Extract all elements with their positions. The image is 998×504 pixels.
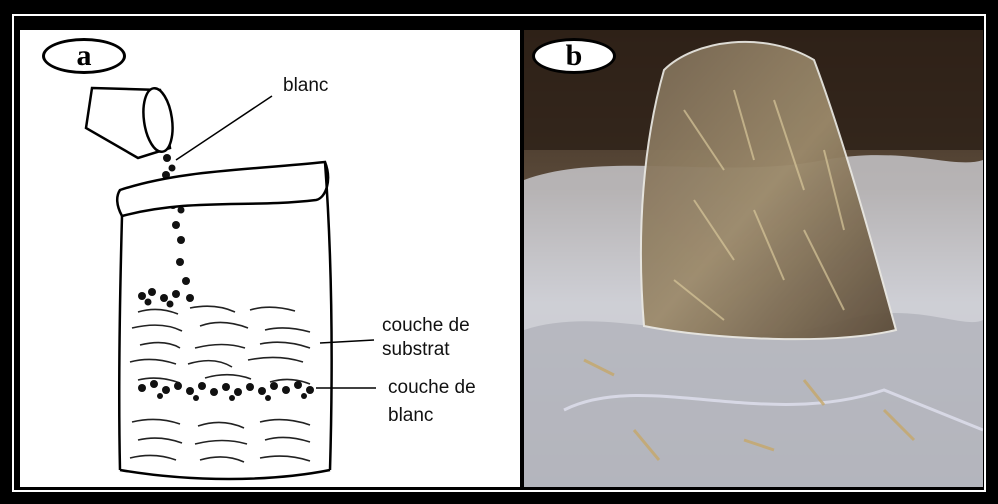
- label-couche-de-substrat-line1: couche de: [382, 314, 470, 338]
- panel-a-badge: a: [42, 38, 126, 74]
- panel-b-photo: b: [524, 30, 983, 487]
- straw-bag-photo: [524, 30, 983, 487]
- bag-illustration: [117, 162, 331, 479]
- leader-lines: [176, 96, 376, 388]
- label-blanc: blanc: [283, 74, 328, 98]
- cup-illustration: [86, 86, 176, 158]
- label-couche-de-blanc-line2: blanc: [388, 404, 433, 428]
- spawn-layer-dots: [138, 380, 314, 401]
- label-couche-de-substrat-line2: substrat: [382, 338, 450, 362]
- label-couche-de-blanc-line1: couche de: [388, 376, 476, 400]
- top-spawn-cluster: [138, 288, 194, 308]
- panel-a-drawing: a blanc couche de substrat couche de bla…: [20, 30, 520, 487]
- bag-inoculation-drawing: [20, 30, 520, 487]
- panel-b-badge: b: [532, 38, 616, 74]
- falling-spawn-dots: [162, 154, 190, 285]
